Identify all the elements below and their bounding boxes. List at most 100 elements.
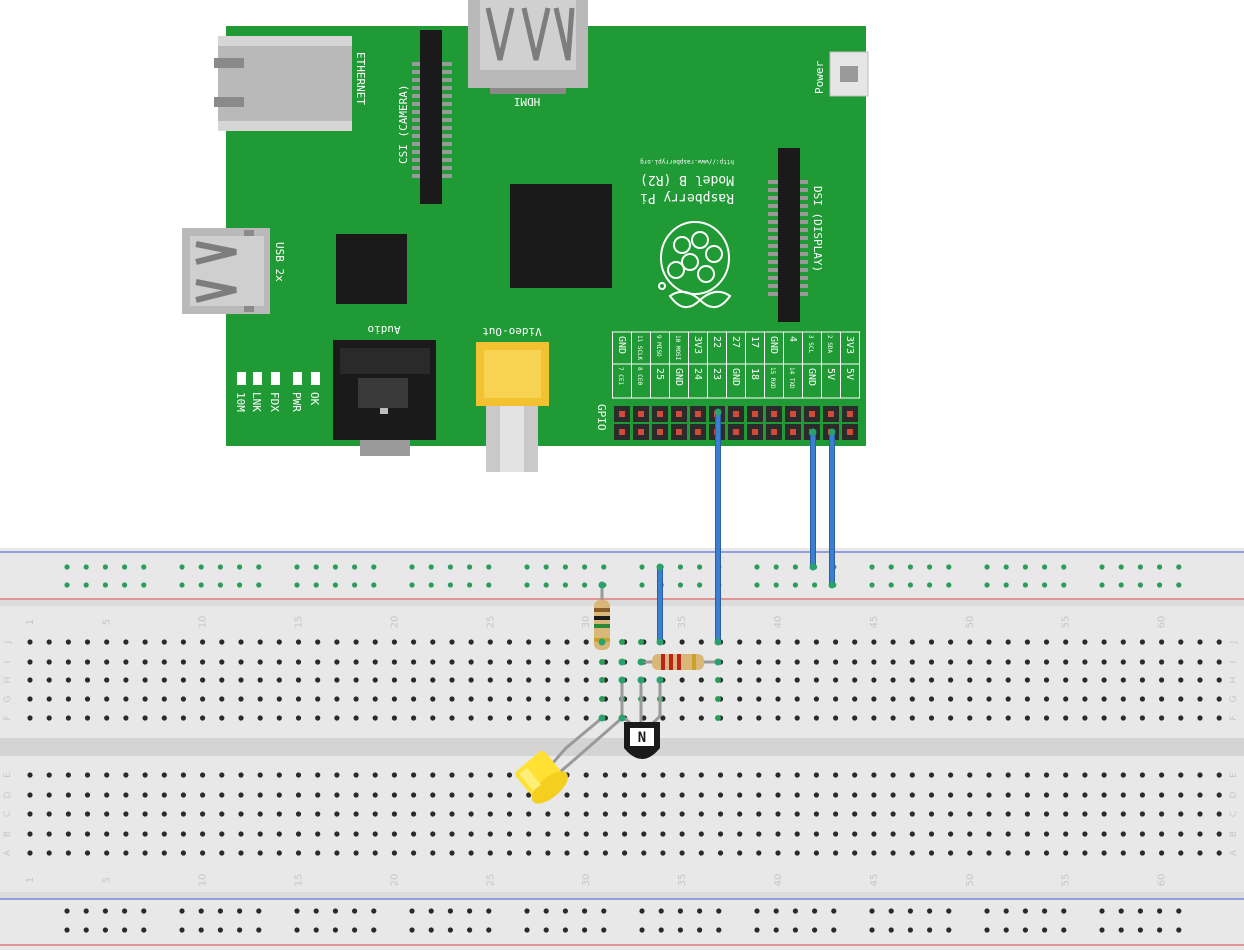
rail-hole (562, 582, 569, 588)
connector-pin (800, 188, 808, 192)
breadboard-hole (46, 792, 52, 798)
breadboard-row-letter: G (3, 695, 13, 702)
breadboard-hole (123, 659, 129, 665)
breadboard-hole (756, 696, 762, 702)
breadboard-hole (1197, 677, 1203, 683)
gpio-pin (619, 429, 625, 435)
breadboard-hole (583, 811, 589, 817)
breadboard-hole (468, 792, 474, 798)
gpio-pin-sublabel: 9 MISO (655, 335, 662, 357)
breadboard-hole (46, 772, 52, 778)
rail-hole (1003, 908, 1009, 914)
breadboard-hole (852, 696, 858, 702)
breadboard-hole (564, 696, 570, 702)
breadboard-hole (1043, 811, 1050, 817)
rail-hole (371, 564, 377, 570)
breadboard-hole (583, 772, 589, 778)
breadboard-hole (65, 772, 71, 778)
breadboard-hole (1101, 811, 1107, 817)
rail-hole (83, 908, 89, 914)
rail-hole (639, 582, 645, 588)
breadboard-hole (1024, 677, 1030, 683)
breadboard-hole (1139, 772, 1145, 778)
breadboard-hole (909, 677, 915, 683)
breadboard-hole (27, 772, 33, 778)
breadboard-hole (1120, 639, 1126, 645)
connector-pin (800, 196, 808, 200)
breadboard-row-letter: E (1229, 772, 1239, 778)
breadboard-hole (84, 659, 91, 665)
breadboard-hole (852, 772, 858, 778)
breadboard-hole (909, 659, 915, 665)
breadboard-hole (1120, 659, 1126, 665)
connector-pin (800, 260, 808, 264)
rail-hole (562, 564, 569, 570)
rail-hole (754, 582, 760, 588)
breadboard-hole (84, 677, 91, 683)
breadboard-hole (65, 792, 71, 798)
rail-hole (697, 564, 703, 570)
rail-hole (313, 927, 319, 933)
rail-hole (1157, 564, 1163, 570)
connector-pin (768, 260, 778, 264)
breadboard-hole (1005, 792, 1011, 798)
breadboard-hole (737, 696, 743, 702)
breadboard-hole (583, 850, 589, 856)
rail-hole (428, 582, 434, 588)
breadboard-hole (833, 696, 839, 702)
breadboard-hole (104, 831, 110, 837)
breadboard-hole (698, 792, 704, 798)
breadboard-hole (65, 639, 71, 645)
rail-hole (217, 582, 223, 588)
rail-hole (869, 927, 875, 933)
breadboard-hole (430, 715, 436, 721)
breadboard-hole (334, 677, 340, 683)
breadboard-hole (334, 792, 340, 798)
breadboard-hole (813, 715, 820, 721)
breadboard-hole (1101, 677, 1107, 683)
audio-label: Audio (367, 323, 400, 336)
rail-hole (1061, 582, 1067, 588)
breadboard-hole (871, 659, 877, 665)
breadboard-column-number: 10 (198, 874, 209, 887)
breadboard-hole (123, 811, 129, 817)
gpio-pin (733, 429, 739, 435)
rail-hole (122, 582, 128, 588)
breadboard-hole (200, 677, 206, 683)
led-yellow (515, 750, 568, 804)
breadboard-hole (1101, 792, 1107, 798)
breadboard-hole (449, 639, 455, 645)
breadboard-hole (46, 677, 52, 683)
breadboard-row-letter: C (1229, 811, 1239, 817)
breadboard-hole (660, 811, 666, 817)
rail-hole (371, 582, 377, 588)
breadboard-hole (756, 792, 762, 798)
connector-pin (412, 118, 420, 122)
rail-hole (658, 927, 664, 933)
breadboard-hole (526, 792, 532, 798)
rail-hole (217, 927, 223, 933)
breadboard-hole (411, 811, 417, 817)
breadboard-column-number: 40 (773, 616, 784, 629)
breadboard-hole (737, 792, 743, 798)
breadboard-hole (295, 715, 302, 721)
breadboard-hole (257, 677, 263, 683)
breadboard-hole (1043, 639, 1050, 645)
breadboard-hole (679, 831, 685, 837)
breadboard-row-letter: G (1229, 695, 1239, 702)
breadboard-hole (622, 811, 628, 817)
breadboard-hole (468, 831, 474, 837)
breadboard-hole (1024, 639, 1030, 645)
connector-pin (800, 244, 808, 248)
hdmi-port (468, 0, 588, 94)
breadboard-hole (794, 772, 800, 778)
rail-hole (1118, 908, 1124, 914)
board-title: Raspberry Pi (640, 190, 734, 205)
breadboard-hole (852, 715, 858, 721)
ethernet-label: ETHERNET (354, 52, 367, 105)
breadboard-hole (679, 850, 685, 856)
rail-hole (1099, 927, 1105, 933)
breadboard-hole (104, 677, 110, 683)
breadboard-hole (219, 677, 225, 683)
